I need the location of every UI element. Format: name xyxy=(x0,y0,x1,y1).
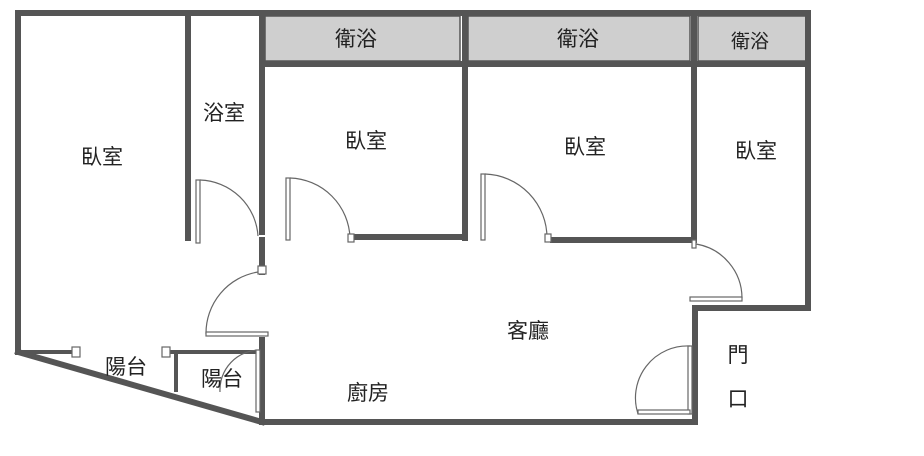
door-bedroom-2 xyxy=(285,177,355,243)
label-bath-1: 衛浴 xyxy=(335,27,377,51)
label-bath-2: 衛浴 xyxy=(557,27,599,51)
door-bedroom-4 xyxy=(689,239,743,302)
door-bedroom-3 xyxy=(480,173,552,243)
interior-walls xyxy=(18,10,811,425)
label-bath-3: 衛浴 xyxy=(731,31,769,53)
label-bathroom: 浴室 xyxy=(203,101,245,125)
label-balcony-1: 陽台 xyxy=(105,355,147,379)
door-kitchen-side xyxy=(205,265,269,337)
label-balcony-2: 陽台 xyxy=(201,367,243,391)
label-kitchen: 廚房 xyxy=(347,381,389,405)
entrance-label-top: 門 xyxy=(728,343,749,367)
label-bedroom-3: 臥室 xyxy=(564,135,606,159)
entrance-label-bottom: 口 xyxy=(728,387,749,411)
label-bedroom-left: 臥室 xyxy=(81,145,123,169)
door-balcony xyxy=(71,346,261,413)
exterior-walls xyxy=(14,10,811,426)
label-bedroom-2: 臥室 xyxy=(345,129,387,153)
label-bedroom-4: 臥室 xyxy=(735,139,777,163)
label-living-room: 客廳 xyxy=(507,319,549,343)
door-bathroom xyxy=(195,179,259,244)
bath-banner-2 xyxy=(467,15,691,62)
door-entrance xyxy=(634,345,693,415)
bath-banner-1 xyxy=(264,15,461,62)
